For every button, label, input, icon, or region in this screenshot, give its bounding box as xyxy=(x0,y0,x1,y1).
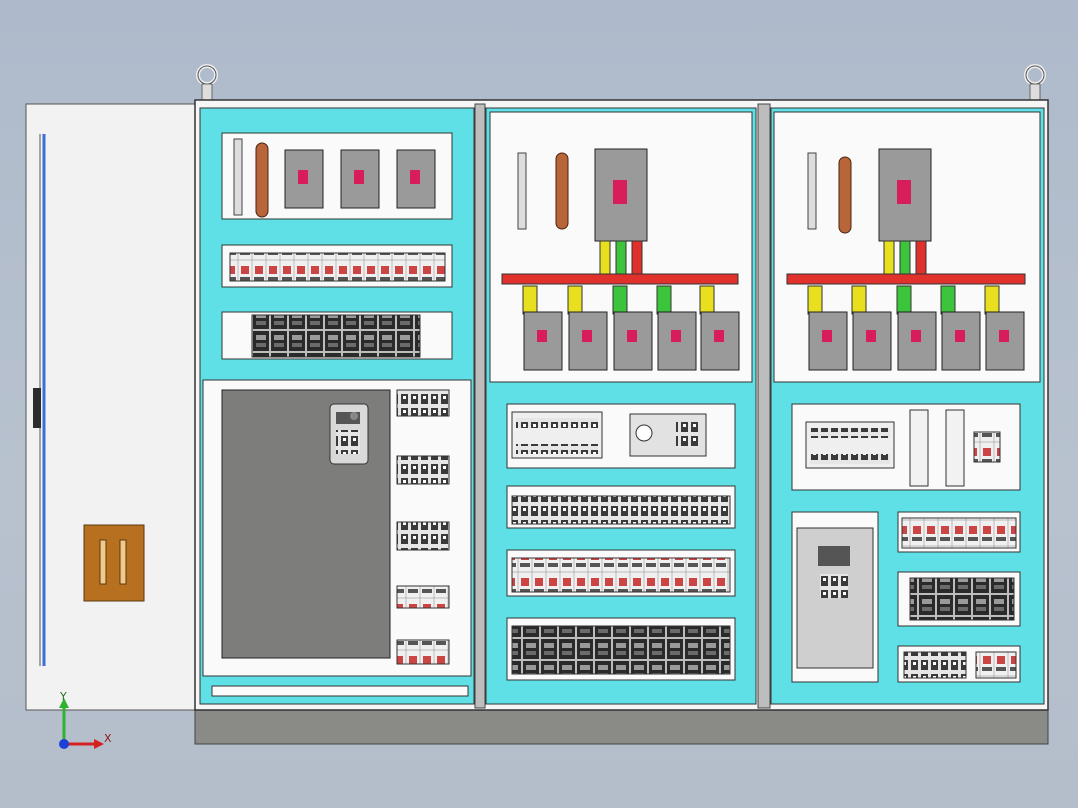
contactors-middle xyxy=(511,557,731,593)
terminal-group-1 xyxy=(903,651,967,679)
relay-strip-middle xyxy=(511,495,731,525)
side-module-2 xyxy=(396,455,450,485)
terminal-modules xyxy=(229,252,446,282)
relay-block-right xyxy=(909,577,1015,621)
side-module-4 xyxy=(396,585,450,609)
side-module-1 xyxy=(396,389,450,417)
axis-triad: Y X xyxy=(59,690,112,749)
y-axis-label: Y xyxy=(59,690,67,703)
section-middle xyxy=(485,107,757,705)
relay-row-right xyxy=(901,517,1017,549)
busbar-middle xyxy=(501,273,739,285)
side-module-5 xyxy=(396,639,450,665)
motor-starters-middle xyxy=(511,625,731,675)
soft-starter xyxy=(796,527,874,669)
feeder-breakers-middle xyxy=(522,285,740,371)
variable-frequency-drive xyxy=(221,389,391,659)
section-left xyxy=(199,107,475,705)
terminal-group-2 xyxy=(975,651,1017,679)
lifting-eye-right xyxy=(1024,64,1046,101)
relay-row xyxy=(251,314,421,358)
door-handle-switch[interactable] xyxy=(83,524,145,602)
side-module-3 xyxy=(396,521,450,551)
busbar-right xyxy=(786,273,1026,285)
section-right xyxy=(770,107,1045,705)
module-tall-1 xyxy=(909,409,929,487)
cabinet-door xyxy=(25,103,197,711)
small-modules-right xyxy=(973,431,1001,463)
module-tall-2 xyxy=(945,409,965,487)
lifting-eye-left xyxy=(196,64,218,101)
x-axis-label: X xyxy=(104,732,112,745)
cabinet-base xyxy=(194,707,1049,745)
breaker-group xyxy=(284,149,436,209)
feeder-breakers-right xyxy=(807,285,1025,371)
